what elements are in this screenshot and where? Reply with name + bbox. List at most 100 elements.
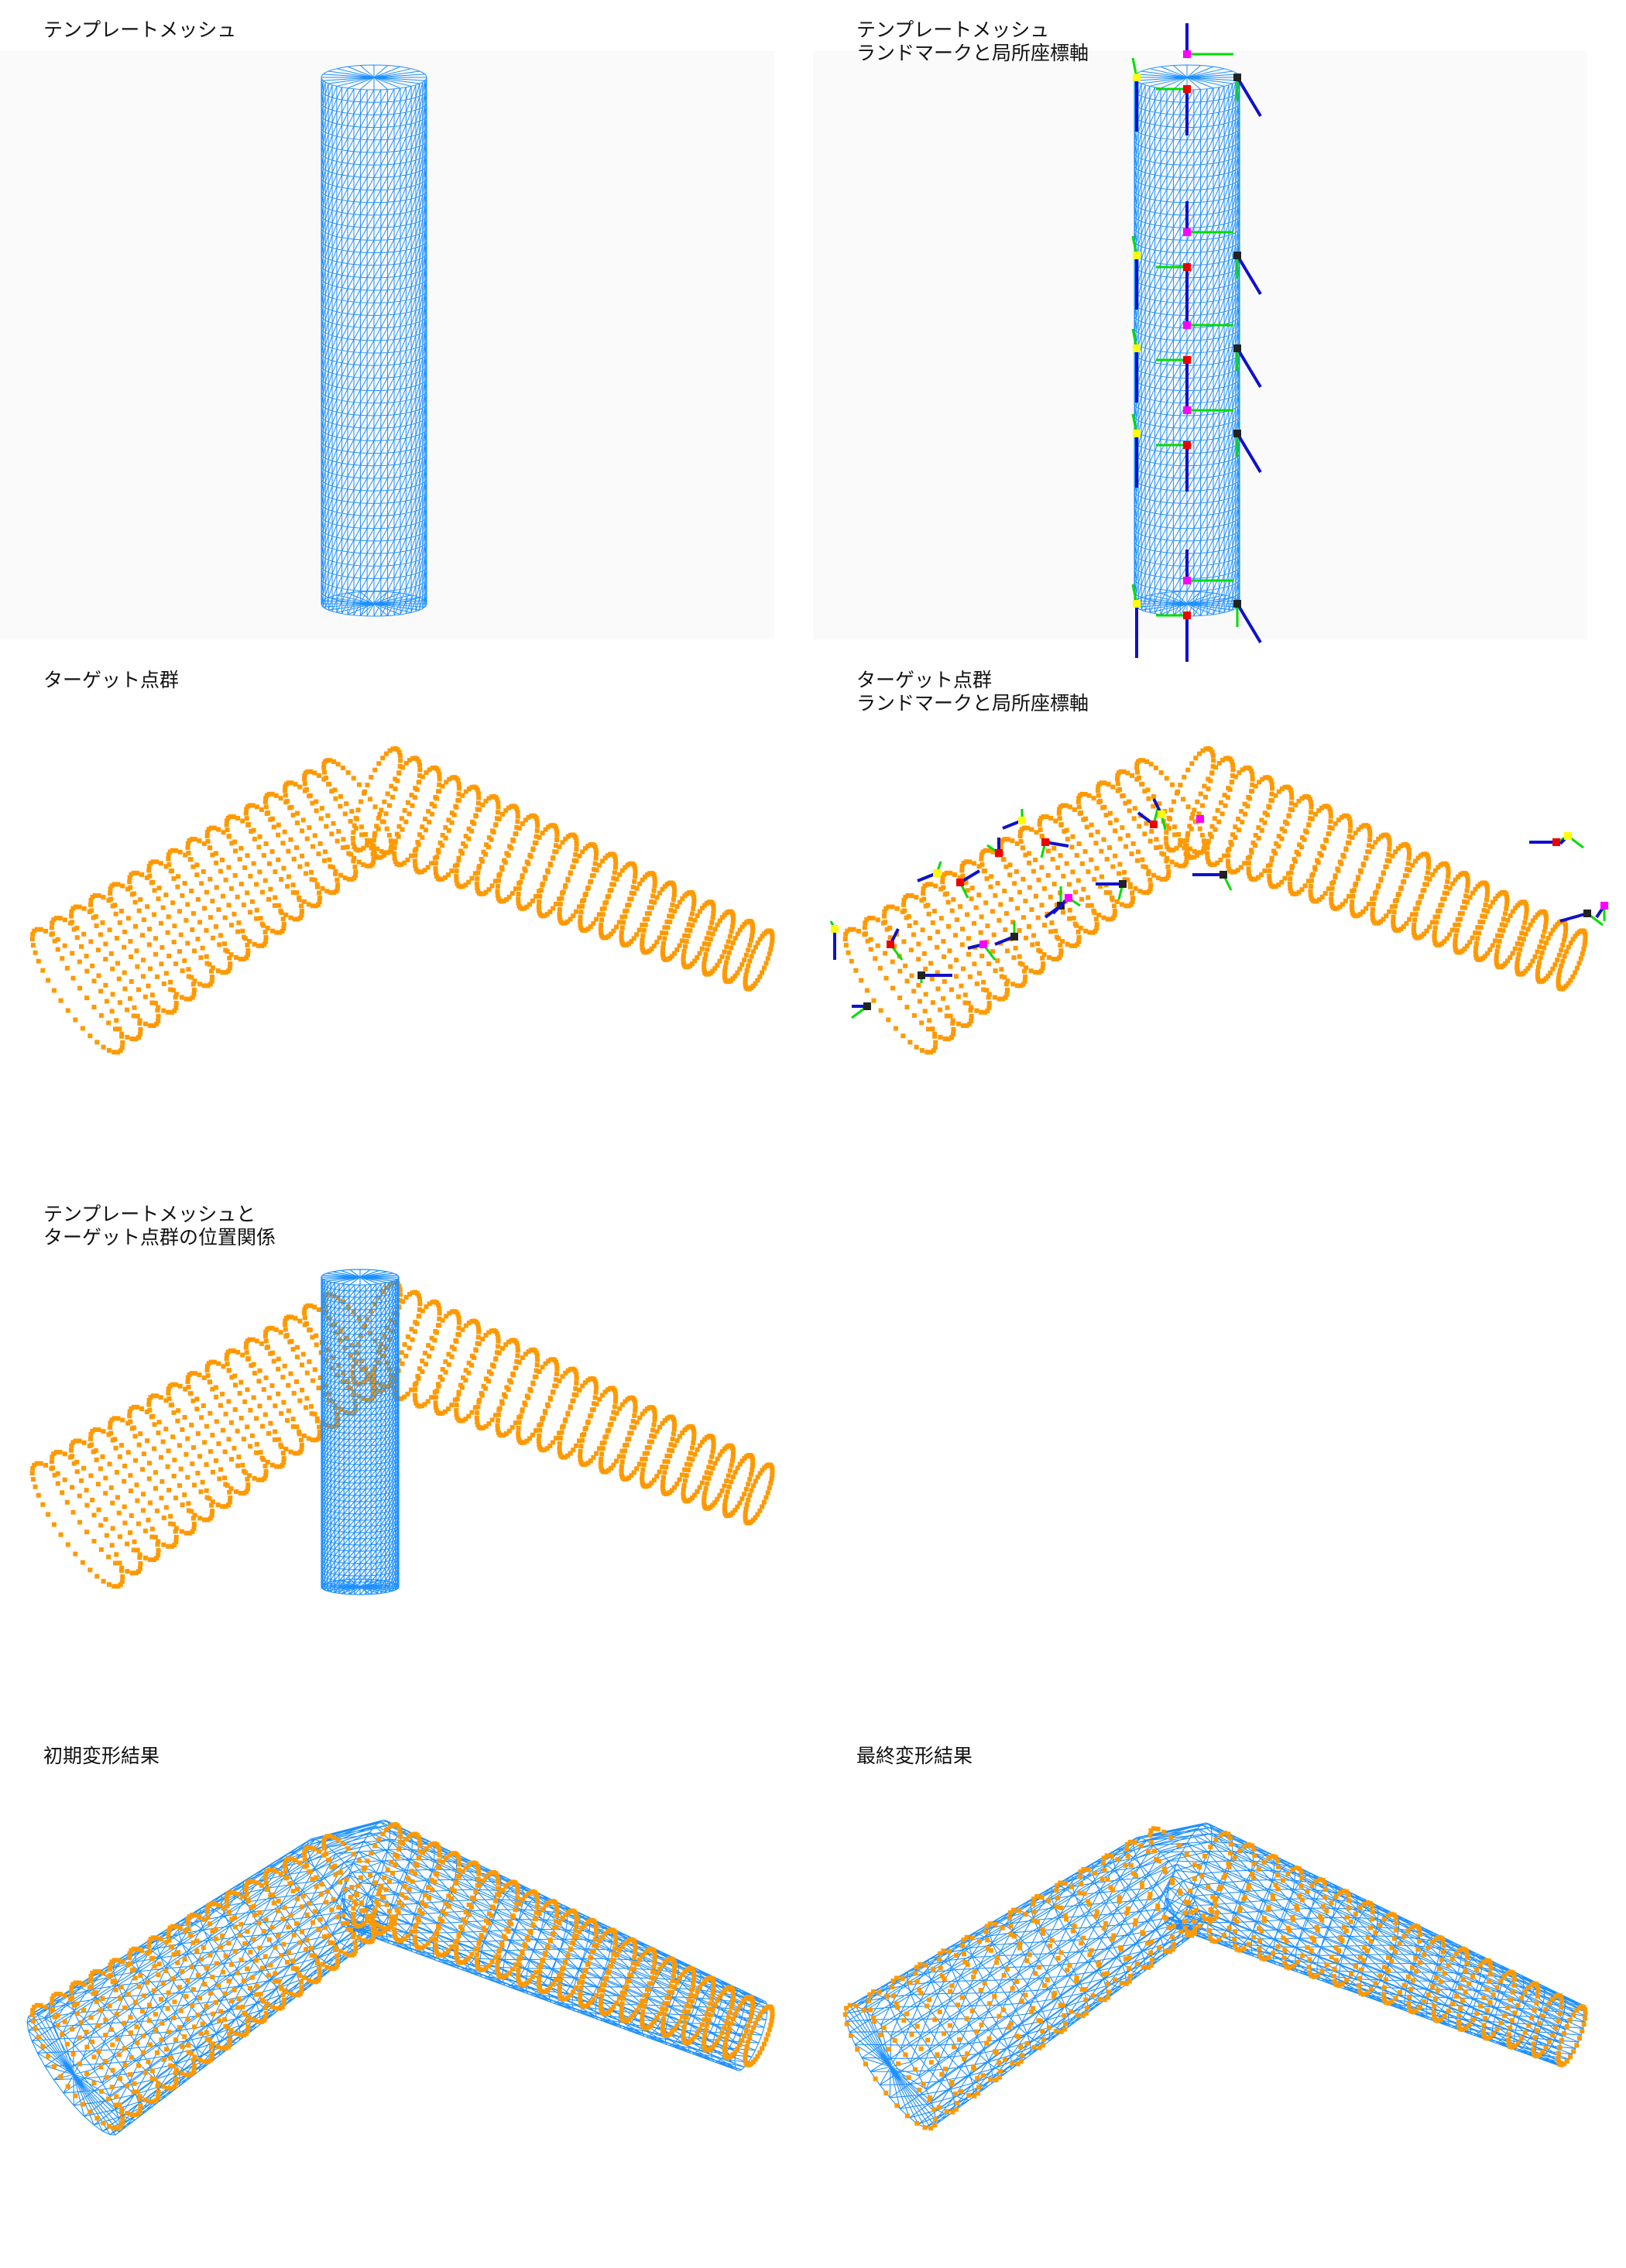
point	[1542, 929, 1547, 934]
point	[192, 978, 197, 984]
point	[1079, 861, 1085, 866]
point	[299, 909, 304, 914]
point	[312, 877, 317, 882]
point	[437, 1374, 443, 1379]
point	[209, 1513, 214, 1518]
point	[1112, 913, 1117, 918]
point	[119, 2107, 125, 2112]
point	[1535, 977, 1541, 982]
point	[197, 1914, 202, 1920]
point	[495, 1418, 500, 1423]
point	[301, 1433, 307, 1438]
point	[256, 943, 262, 948]
point	[979, 856, 984, 862]
point	[234, 955, 239, 961]
point	[1422, 931, 1427, 937]
point	[281, 926, 286, 931]
point	[135, 1404, 140, 1410]
point	[322, 849, 328, 855]
point	[1070, 869, 1075, 875]
point	[167, 1383, 173, 1389]
point	[480, 802, 485, 807]
point	[1018, 983, 1024, 988]
point	[399, 1937, 404, 1943]
point	[1502, 911, 1508, 916]
point	[81, 1440, 87, 1445]
point	[393, 859, 398, 865]
landmark-marker	[1065, 894, 1072, 902]
point	[1374, 889, 1379, 895]
point	[522, 1400, 527, 1406]
point	[497, 1406, 503, 1411]
point	[669, 954, 674, 959]
point	[588, 879, 594, 884]
point	[134, 2024, 139, 2030]
point	[131, 1404, 136, 1410]
point	[453, 1338, 458, 1343]
point	[129, 1489, 134, 1494]
point	[144, 1409, 149, 1414]
point	[165, 2006, 170, 2011]
point	[263, 939, 269, 944]
point	[1144, 759, 1150, 764]
point	[171, 988, 177, 993]
point	[1262, 868, 1268, 873]
point	[702, 1475, 707, 1481]
point	[1387, 838, 1392, 843]
point	[647, 1482, 652, 1488]
point	[153, 1470, 158, 1475]
point	[372, 1907, 378, 1912]
point	[382, 1875, 387, 1880]
point	[1563, 933, 1568, 938]
point	[167, 849, 173, 855]
point	[999, 967, 1004, 972]
point	[397, 753, 403, 759]
point	[405, 1391, 410, 1396]
point	[585, 1419, 591, 1424]
point	[232, 911, 237, 916]
point	[323, 775, 328, 780]
point	[64, 1499, 70, 1505]
point	[1367, 838, 1373, 843]
point	[911, 988, 917, 994]
point	[80, 2102, 85, 2107]
point	[204, 1423, 209, 1429]
point	[303, 1846, 308, 1852]
point	[245, 804, 250, 810]
point	[352, 1940, 358, 1945]
point	[380, 755, 386, 761]
point	[122, 2020, 127, 2026]
point	[240, 818, 245, 824]
point	[964, 1023, 969, 1028]
point	[761, 965, 767, 971]
point	[1242, 801, 1247, 807]
point	[276, 822, 281, 827]
point	[710, 915, 715, 920]
point	[197, 1996, 203, 2001]
point	[715, 962, 720, 968]
point	[129, 954, 134, 960]
point	[681, 948, 687, 954]
point	[266, 861, 272, 866]
point	[150, 859, 156, 865]
point	[585, 927, 591, 932]
point	[671, 892, 677, 898]
point	[1198, 791, 1203, 797]
point	[537, 1369, 542, 1374]
point	[463, 1368, 468, 1373]
point	[950, 1021, 955, 1026]
point	[252, 1912, 257, 1917]
point	[1364, 855, 1369, 861]
point	[1391, 910, 1397, 915]
point	[55, 1471, 60, 1476]
point	[166, 1932, 171, 1937]
point	[129, 892, 135, 897]
point	[220, 1969, 225, 1975]
point	[538, 888, 544, 893]
point	[1200, 803, 1206, 808]
point	[380, 1831, 386, 1837]
point	[883, 951, 888, 956]
point	[33, 950, 38, 955]
point	[466, 1360, 472, 1365]
point	[1523, 915, 1528, 920]
